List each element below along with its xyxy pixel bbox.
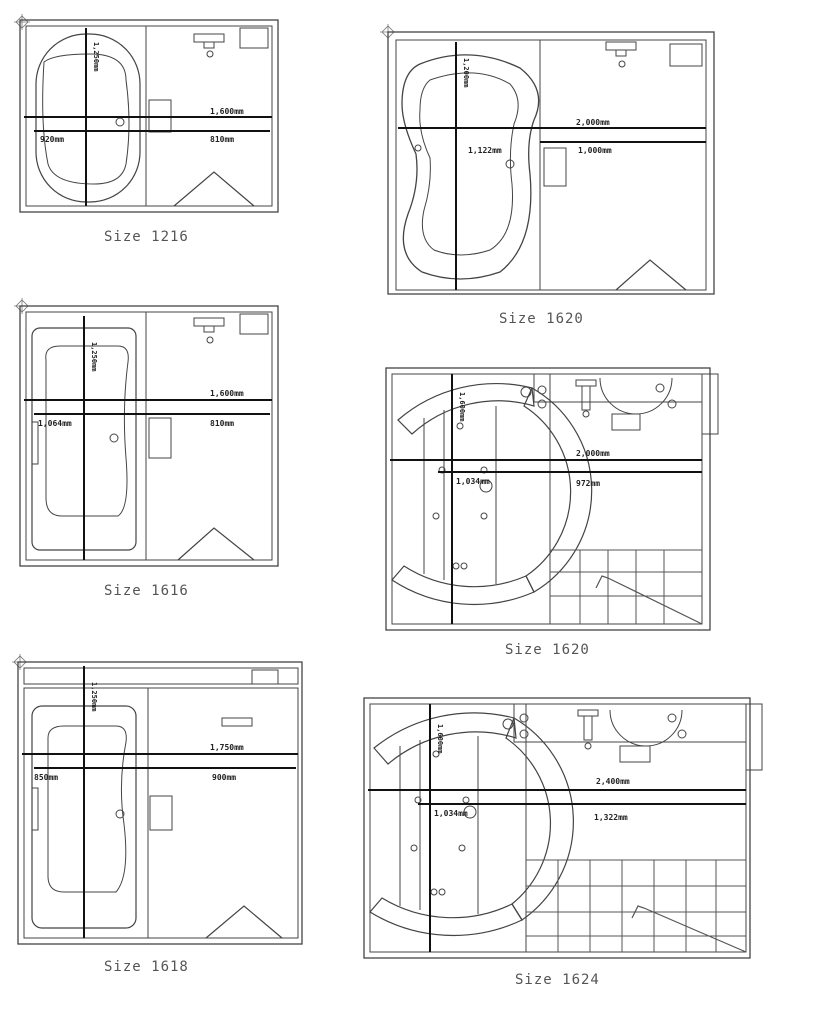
floor-plan-1216: 1,600mm 920mm 810mm 1,250mm <box>14 14 284 219</box>
tile-floor <box>550 549 703 625</box>
left-dimension-label: 1,122mm <box>468 146 502 155</box>
plan-caption: Size 1620 <box>499 311 584 327</box>
tub-dimension-label: 1,250mm <box>90 682 98 712</box>
width-dimension-label: 1,750mm <box>210 743 244 752</box>
floor-plan-1620-oval: 2,000mm 1,122mm 1,000mm 1,200mm <box>380 24 720 300</box>
width-dimension-label: 2,000mm <box>576 449 610 458</box>
tub-dimension-label: 1,200mm <box>462 58 470 88</box>
right-dimension-label: 810mm <box>210 419 234 428</box>
tub-dimension-label: 1,250mm <box>92 42 100 72</box>
left-dimension-label: 920mm <box>40 135 64 144</box>
width-dimension-label: 1,600mm <box>210 107 244 116</box>
plan-caption: Size 1618 <box>104 959 189 975</box>
bathtub <box>369 712 574 937</box>
tub-dimension-label: 1,250mm <box>90 342 98 372</box>
faucet-icon <box>577 709 599 750</box>
right-dimension-label: 1,322mm <box>594 813 628 822</box>
plan-caption: Size 1616 <box>104 583 189 599</box>
plan-caption: Size 1624 <box>515 972 600 988</box>
plan-caption: Size 1620 <box>505 642 590 658</box>
floor-plan-1618: 1,750mm 850mm 900mm 1,250mm <box>12 654 308 950</box>
left-dimension-label: 1,064mm <box>38 419 72 428</box>
tub-dimension-label: 1,600mm <box>436 724 444 754</box>
tile-floor <box>526 859 747 953</box>
bathtub <box>391 383 593 606</box>
faucet-icon <box>193 33 225 58</box>
faucet-icon <box>193 317 225 344</box>
bathtub <box>401 54 540 280</box>
left-dimension-label: 1,034mm <box>456 477 490 486</box>
faucet-icon <box>575 379 597 418</box>
right-dimension-label: 1,000mm <box>578 146 612 155</box>
floor-plan-1620-round: 2,000mm 1,034mm 972mm 1,600mm <box>384 366 724 634</box>
width-dimension-label: 2,400mm <box>596 777 630 786</box>
floor-plan-1624: 2,400mm 1,034mm 1,322mm 1,600mm <box>362 696 766 962</box>
right-dimension-label: 972mm <box>576 479 600 488</box>
left-dimension-label: 1,034mm <box>434 809 468 818</box>
floor-plan-1616: 1,600mm 1,064mm 810mm 1,250mm <box>14 298 284 570</box>
width-dimension-label: 1,600mm <box>210 389 244 398</box>
right-dimension-label: 900mm <box>212 773 236 782</box>
plan-caption: Size 1216 <box>104 229 189 245</box>
right-dimension-label: 810mm <box>210 135 234 144</box>
width-dimension-label: 2,000mm <box>576 118 610 127</box>
tub-dimension-label: 1,600mm <box>458 392 466 422</box>
faucet-icon <box>605 41 637 68</box>
left-dimension-label: 850mm <box>34 773 58 782</box>
